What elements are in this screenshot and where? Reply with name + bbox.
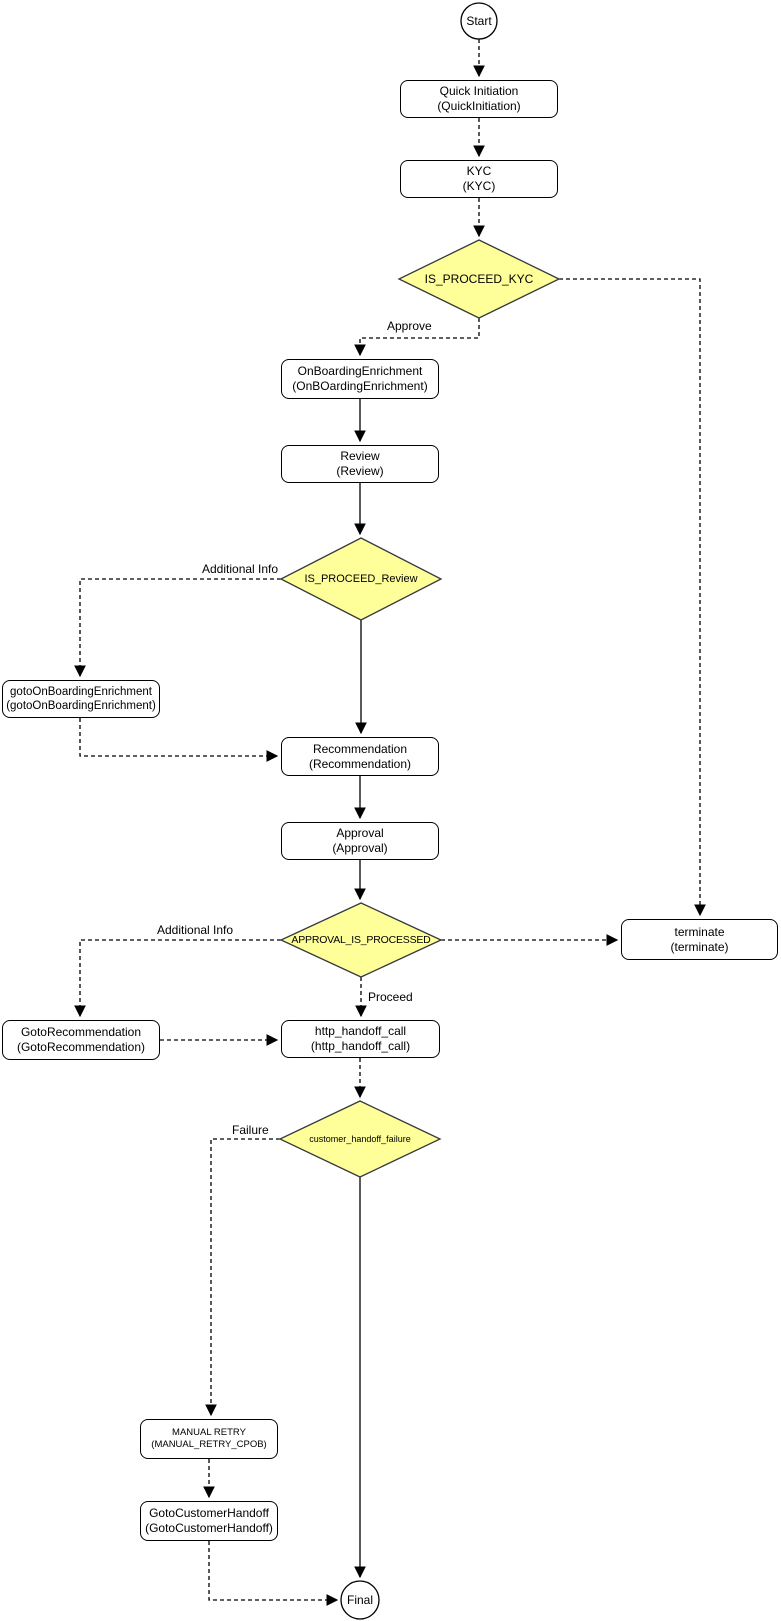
node-onboarding-enrichment: OnBoardingEnrichment (OnBOardingEnrichme… — [281, 359, 439, 399]
is-proceed-review-diamond — [279, 537, 443, 621]
node-goto-recommendation: GotoRecommendation (GotoRecommendation) — [2, 1020, 160, 1060]
node-label: Approval — [336, 826, 384, 840]
node-label: gotoOnBoardingEnrichment — [10, 685, 152, 698]
node-manual-retry: MANUAL RETRY (MANUAL_RETRY_CPOB) — [140, 1419, 278, 1459]
start-circle — [460, 2, 498, 40]
node-sublabel: (terminate) — [670, 939, 729, 954]
node-sublabel: (GotoRecommendation) — [16, 1040, 146, 1054]
node-sublabel: (Approval) — [332, 841, 388, 855]
node-goto-onboarding-enrichment: gotoOnBoardingEnrichment (gotoOnBoarding… — [2, 680, 160, 718]
edge-is-proceed-kyc-to-terminate — [559, 278, 706, 917]
node-quick-initiation: Quick Initiation (QuickInitiation) — [400, 80, 558, 118]
node-sublabel: (OnBOardingEnrichment) — [292, 379, 428, 393]
final-circle — [340, 1580, 380, 1620]
edge-label-approve: Approve — [386, 319, 433, 333]
node-kyc: KYC (KYC) — [400, 160, 558, 198]
approval-is-processed-diamond — [279, 902, 443, 978]
node-terminate: terminate (terminate) — [621, 919, 778, 960]
edge-additional-info-to-goto-onboarding-enrichment — [74, 578, 281, 678]
node-label: GotoRecommendation — [20, 1025, 142, 1039]
node-sublabel: (MANUAL_RETRY_CPOB) — [151, 1439, 267, 1450]
node-sublabel: (GotoCustomerHandoff) — [145, 1521, 273, 1535]
node-label: Recommendation — [312, 741, 408, 756]
edge-label-additional-info-review: Additional Info — [201, 562, 280, 576]
node-sublabel: (KYC) — [462, 179, 496, 193]
node-approval: Approval (Approval) — [281, 822, 439, 860]
node-sublabel: (QuickInitiation) — [437, 99, 521, 113]
node-label: KYC — [466, 164, 492, 178]
node-review: Review (Review) — [281, 445, 439, 483]
edge-failure-to-manual-retry — [205, 1138, 280, 1417]
node-label: Review — [340, 449, 380, 463]
node-sublabel: (Review) — [336, 464, 384, 478]
node-sublabel: (Recommendation) — [308, 756, 412, 771]
is-proceed-kyc-diamond — [397, 239, 561, 319]
node-label: OnBoardingEnrichment — [297, 364, 423, 378]
node-label: Quick Initiation — [439, 84, 519, 98]
edge-label-proceed: Proceed — [367, 990, 414, 1004]
node-recommendation: Recommendation (Recommendation) — [281, 737, 439, 776]
node-label: http_handoff_call — [314, 1024, 407, 1038]
edge-label-failure: Failure — [231, 1123, 270, 1137]
customer-handoff-failure-diamond — [278, 1100, 442, 1178]
edge-goto-onboarding-enrichment-to-recommendation — [79, 718, 279, 762]
node-goto-customer-handoff: GotoCustomerHandoff (GotoCustomerHandoff… — [140, 1501, 278, 1541]
node-label: GotoCustomerHandoff — [149, 1506, 269, 1520]
edge-label-additional-info-approval: Additional Info — [156, 923, 235, 937]
edge-additional-info-to-goto-recommendation — [74, 939, 281, 1018]
node-sublabel: (gotoOnBoardingEnrichment) — [6, 700, 156, 712]
node-label: terminate — [674, 924, 725, 939]
node-label: MANUAL RETRY — [172, 1427, 246, 1439]
edge-goto-customer-handoff-to-final — [208, 1541, 339, 1606]
node-sublabel: (http_handoff_call) — [310, 1039, 411, 1053]
node-http-handoff-call: http_handoff_call (http_handoff_call) — [281, 1020, 440, 1058]
edge-approve-to-onboarding-enrichment — [354, 318, 480, 357]
